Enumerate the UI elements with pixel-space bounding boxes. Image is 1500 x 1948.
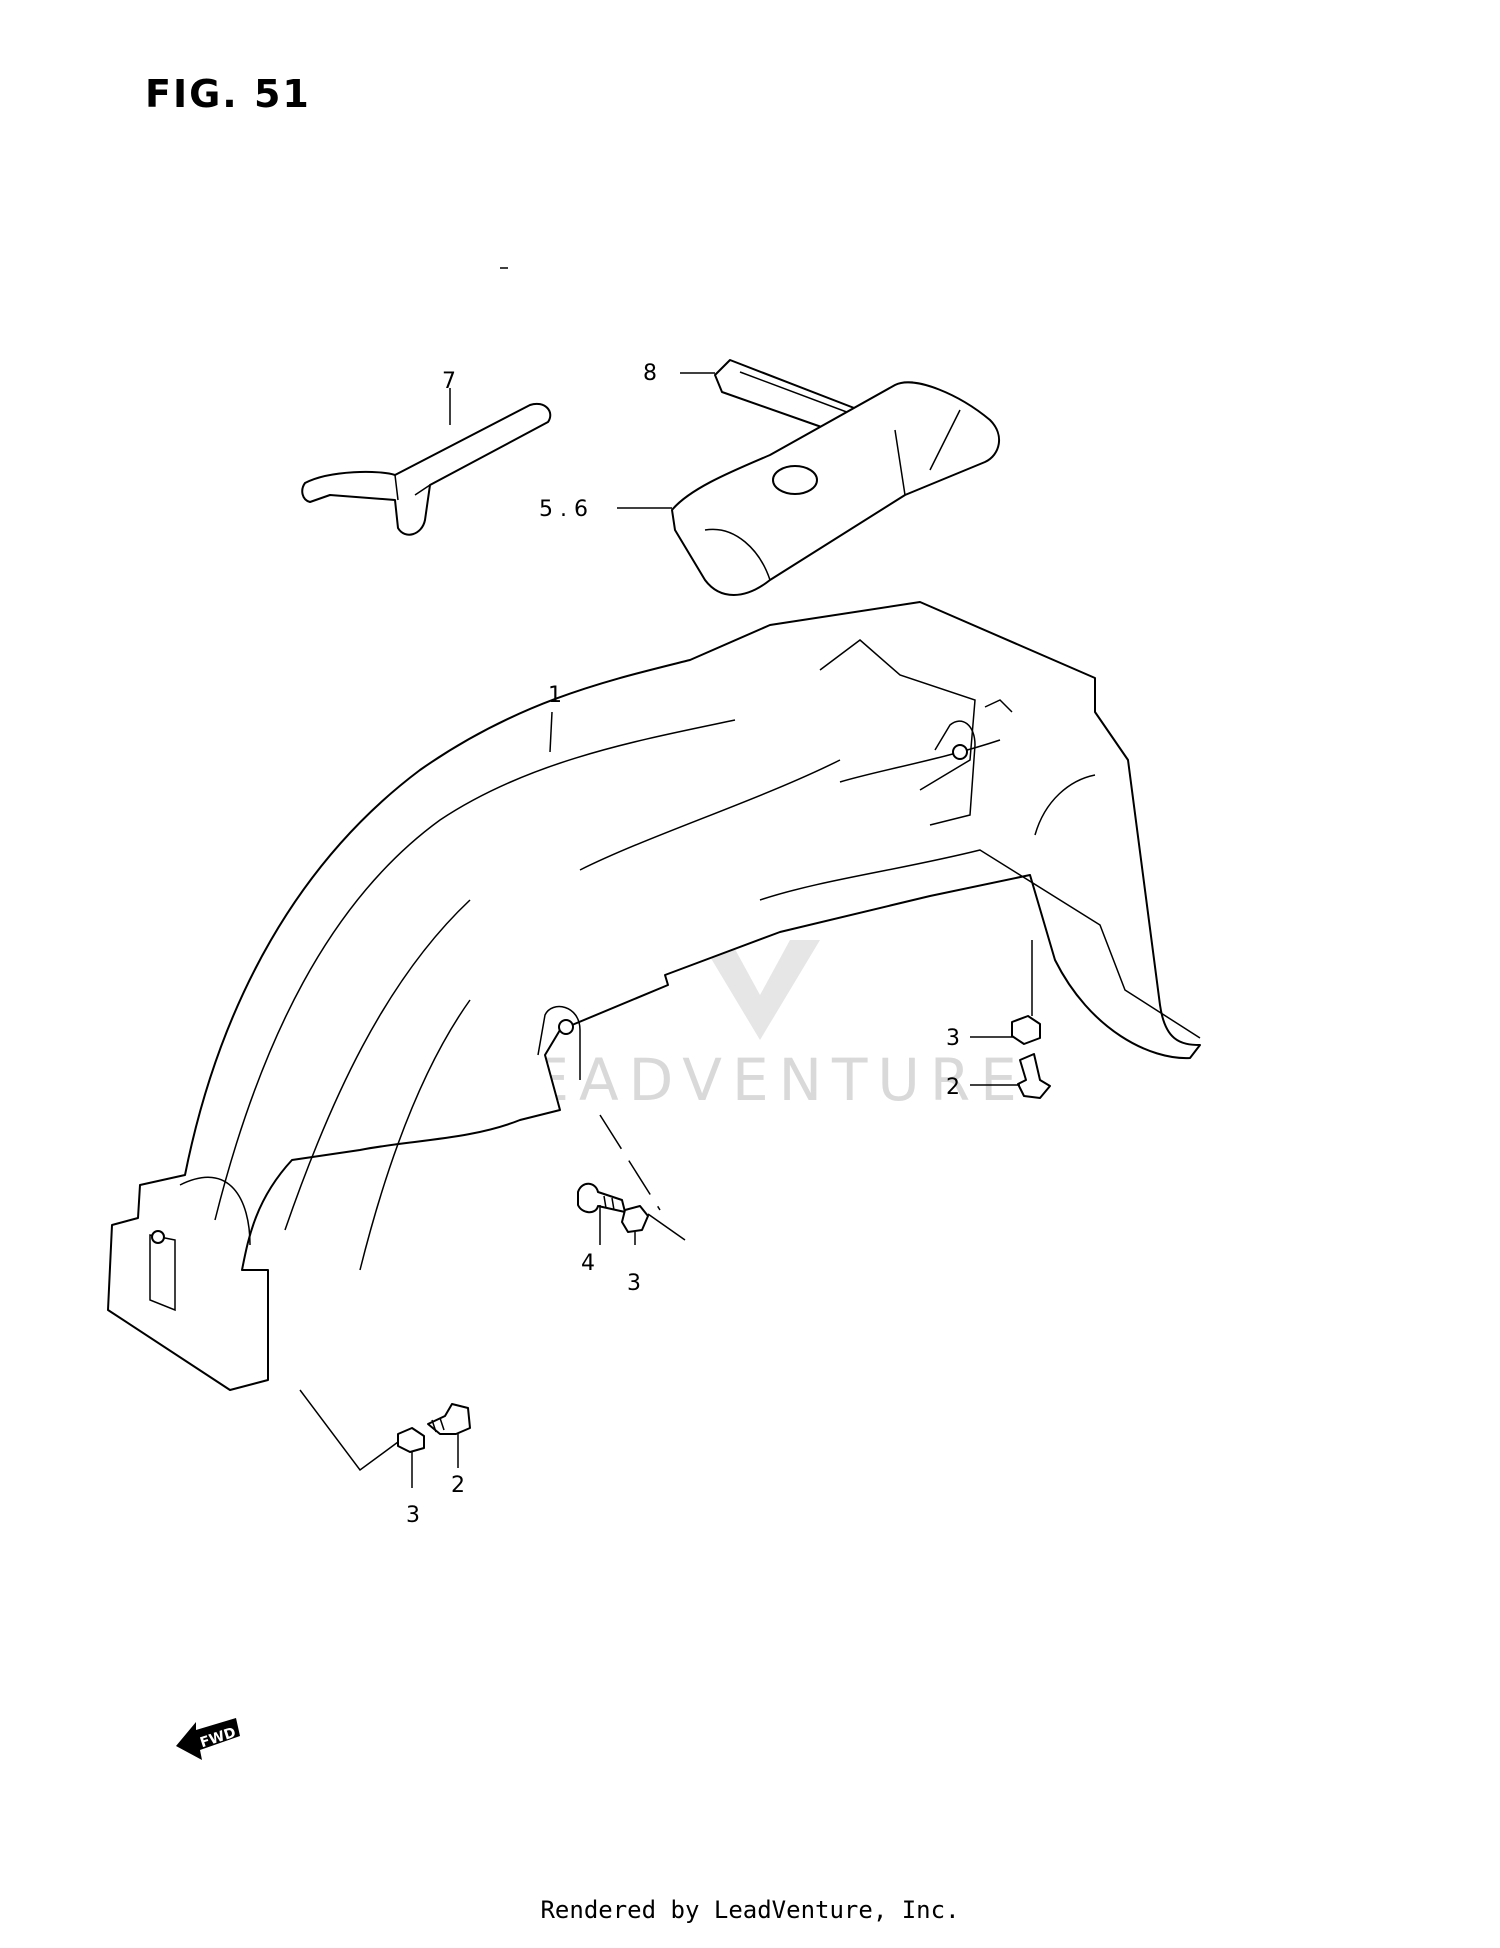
- part-bolt-4-middle[interactable]: [577, 1182, 626, 1214]
- part-bolt-2-front[interactable]: [427, 1403, 471, 1435]
- part-spanner-7[interactable]: [301, 402, 552, 536]
- callout-8: 8: [643, 361, 657, 386]
- watermark-logo-icon: [700, 840, 820, 1040]
- callout-3-middle: 3: [627, 1271, 641, 1296]
- part-nut-3-middle[interactable]: [621, 1205, 649, 1233]
- callouts: 7 8 5 . 6 1 3 2 4 3 3 2: [406, 361, 960, 1528]
- part-nut-3-front[interactable]: [397, 1427, 425, 1453]
- callout-4: 4: [581, 1251, 595, 1276]
- footer-credit: Rendered by LeadVenture, Inc.: [540, 1896, 960, 1924]
- watermark: LEADVENTURE: [490, 840, 1027, 1114]
- fwd-marker: FWD: [176, 1718, 240, 1760]
- part-nut-3-rear[interactable]: [1011, 1015, 1041, 1045]
- part-tool-bag-5-6[interactable]: [671, 381, 1000, 596]
- fwd-arrow-icon: [176, 1718, 240, 1760]
- callout-7: 7: [442, 369, 456, 394]
- callout-3-rear: 3: [946, 1026, 960, 1051]
- callout-2-rear: 2: [946, 1075, 960, 1100]
- part-rear-fender-1[interactable]: [107, 601, 1201, 1391]
- callout-3-front: 3: [406, 1503, 420, 1528]
- part-bolt-2-rear[interactable]: [1017, 1053, 1051, 1099]
- callout-5-6: 5 . 6: [539, 497, 588, 522]
- leader-lines: [299, 267, 1033, 1488]
- callout-1: 1: [548, 683, 562, 708]
- watermark-text: LEADVENTURE: [490, 1046, 1027, 1114]
- callout-2-front: 2: [451, 1473, 465, 1498]
- figure-title: FIG. 51: [145, 72, 311, 116]
